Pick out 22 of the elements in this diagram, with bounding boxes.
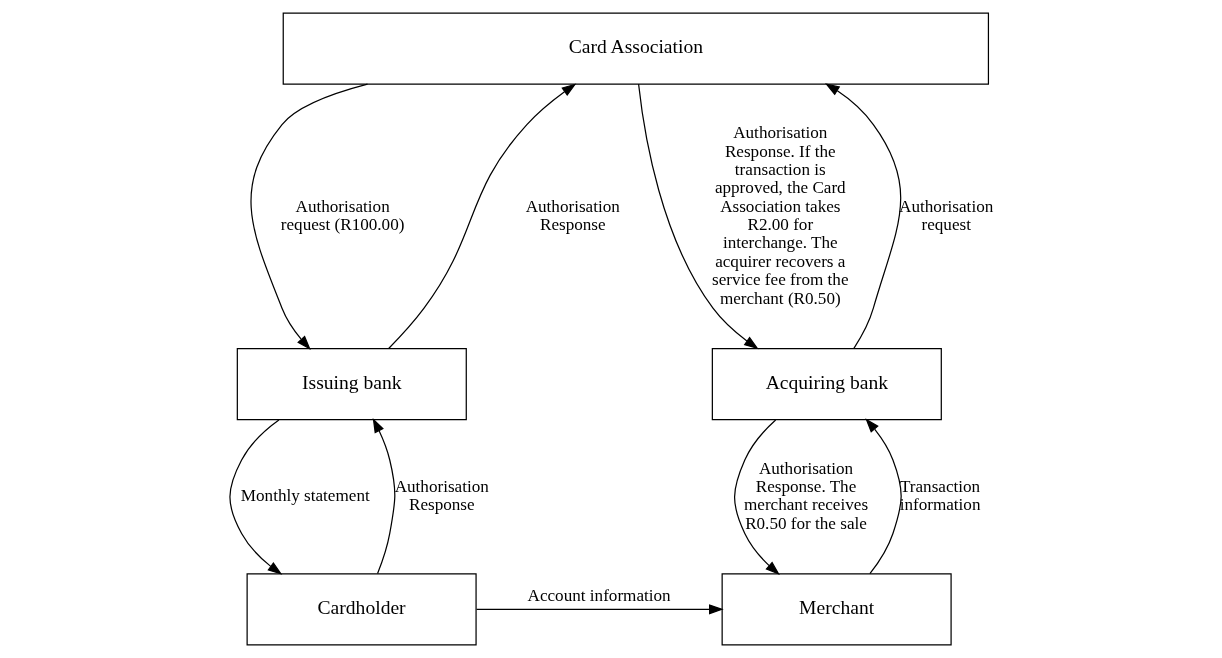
arrow	[475, 604, 724, 615]
arrow	[865, 418, 902, 575]
arrow	[229, 419, 283, 575]
node-box: Cardholder	[246, 573, 477, 646]
arrow	[638, 83, 759, 350]
arrow	[824, 83, 902, 349]
arrow	[250, 83, 369, 350]
node-box: Issuing bank	[236, 347, 467, 421]
node-box: Card Association	[282, 12, 990, 85]
node-box: Acquiring bank	[711, 347, 942, 421]
edge-label: Monthly statement	[240, 486, 370, 506]
edge-label: Authorisation Response	[525, 196, 620, 235]
edge-label: Transaction information	[899, 477, 981, 515]
edge-label: Account information	[527, 586, 671, 606]
node-box: Merchant	[721, 573, 952, 646]
edge-label: Authorisation Response. The merchant receives R0.50 for the sale	[743, 458, 869, 533]
arrow	[388, 83, 577, 350]
arrow	[734, 419, 780, 575]
edge-label: Authorisation Response. If the transaction is approved, the Card Association takes R2.00 for interchange. The acquirer recovers a service fee from the merchant (R0.50)	[712, 123, 849, 308]
edge-label: Authorisation Response	[394, 477, 489, 515]
arrow	[372, 418, 396, 575]
edge-label: Authorisation request (R100.00)	[280, 196, 405, 235]
